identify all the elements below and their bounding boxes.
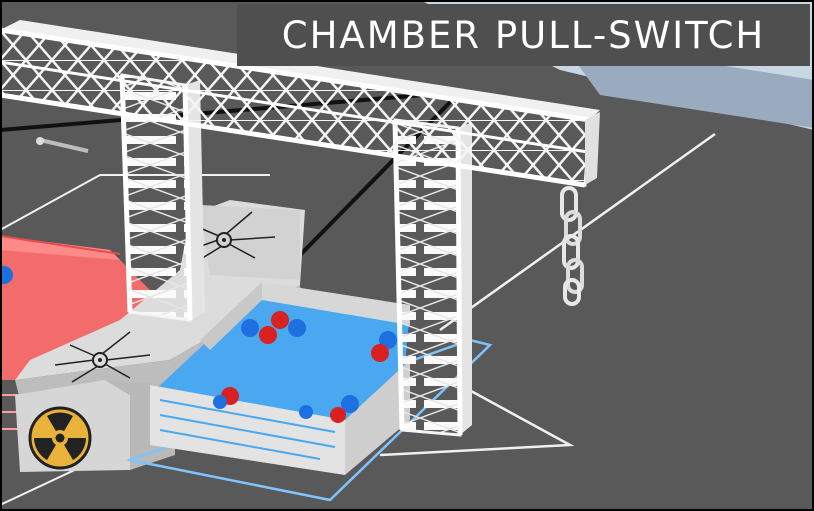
field-line <box>379 383 575 457</box>
page-title: CHAMBER PULL-SWITCH <box>281 13 766 57</box>
field-line <box>439 132 716 332</box>
truss-tower-right <box>392 118 472 437</box>
blue-chamber-sidewall <box>345 360 410 475</box>
red-zone-shade <box>0 236 120 260</box>
ball-blue <box>341 395 359 413</box>
target-marker-lower <box>54 331 151 383</box>
ball-red <box>259 326 277 344</box>
floor-peg <box>39 138 89 153</box>
red-zone-edge <box>0 235 121 255</box>
ball-blue <box>0 266 13 284</box>
platform-ridge <box>200 205 300 280</box>
ball-blue <box>241 319 259 337</box>
target-marker-upper <box>189 211 276 263</box>
truss-tower-left <box>119 73 205 322</box>
ball-blue <box>379 331 397 349</box>
platform-side <box>15 285 302 400</box>
truss-beam <box>0 20 600 188</box>
ball-group <box>0 266 397 423</box>
ball-blue <box>299 405 313 419</box>
blue-chamber-backwall <box>262 282 410 325</box>
ball-red <box>371 344 389 362</box>
blue-chamber-leftwall <box>200 282 262 350</box>
chamber-stripe <box>159 414 336 448</box>
chain-icon <box>560 186 584 306</box>
red-zone <box>0 236 160 380</box>
floor-peg-head <box>36 137 44 145</box>
title-banner: CHAMBER PULL-SWITCH <box>237 4 810 66</box>
chamber-stripe <box>159 429 321 460</box>
ball-blue <box>288 319 306 337</box>
ball-red <box>330 407 346 423</box>
ball-red <box>271 311 289 329</box>
ball-blue <box>213 395 227 409</box>
radiation-icon <box>28 406 92 470</box>
field-line <box>0 174 270 231</box>
chamber-stripe <box>159 399 336 433</box>
